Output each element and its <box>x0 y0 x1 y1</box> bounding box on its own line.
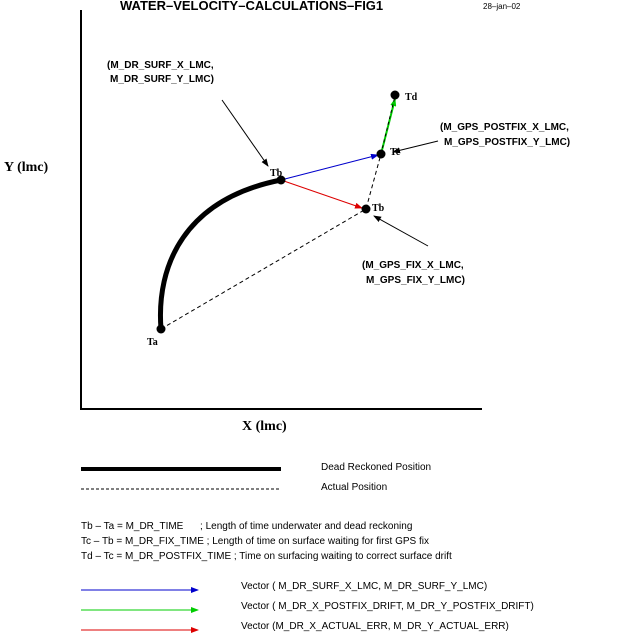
point-tb-fix-label: Tb <box>372 203 385 214</box>
postfix-drift-vector-green <box>380 98 397 155</box>
legend-actual-label: Actual Position <box>321 482 387 493</box>
point-tc-label: Tc <box>390 147 401 158</box>
surf-annotation-line2: M_DR_SURF_Y_LMC) <box>110 74 214 85</box>
actual-path <box>160 153 382 330</box>
actual-err-vector-red <box>280 179 363 209</box>
legend-vector-green-label: Vector ( M_DR_X_POSTFIX_DRIFT, M_DR_Y_PO… <box>241 601 534 612</box>
legend-vector-red-label: Vector (M_DR_X_ACTUAL_ERR, M_DR_Y_ACTUAL… <box>241 621 509 632</box>
y-axis-label: Y (lmc) <box>4 160 49 175</box>
fix-pointer-arrow <box>373 215 429 247</box>
postfix-dashed-segment <box>380 95 396 155</box>
surf-pointer-arrow <box>221 99 269 167</box>
point-td-label: Td <box>405 92 418 103</box>
fix-annotation-line1: (M_GPS_FIX_X_LMC, <box>362 260 464 271</box>
surf-annotation-line1: (M_DR_SURF_X_LMC, <box>107 60 214 71</box>
x-axis-label: X (lmc) <box>242 419 287 434</box>
dead-reckoned-path <box>157 177 284 332</box>
point-tb-surf-marker <box>276 175 286 185</box>
point-tb-surf-label: Tb <box>270 168 283 179</box>
postfix-pointer-arrow <box>392 140 439 154</box>
date-label: 28–jan–02 <box>483 2 521 11</box>
legend-vector-blue-label: Vector ( M_DR_SURF_X_LMC, M_DR_SURF_Y_LM… <box>241 581 487 592</box>
legend-dead-reckoned-label: Dead Reckoned Position <box>321 462 431 473</box>
surf-vector-blue <box>280 153 379 181</box>
point-tb-fix-marker <box>361 204 371 214</box>
point-ta-label: Ta <box>147 337 158 348</box>
postfix-annotation-line1: (M_GPS_POSTFIX_X_LMC, <box>440 122 569 133</box>
point-td-marker <box>390 90 400 100</box>
equation-dr-postfix-time: Td – Tc = M_DR_POSTFIX_TIME ; Time on su… <box>81 551 452 562</box>
postfix-annotation-line2: M_GPS_POSTFIX_Y_LMC) <box>444 137 570 148</box>
point-tc-marker <box>376 149 386 159</box>
point-ta-marker <box>156 324 166 334</box>
fix-annotation-line2: M_GPS_FIX_Y_LMC) <box>366 275 465 286</box>
diagram-title: WATER–VELOCITY–CALCULATIONS–FIG1 <box>120 0 383 13</box>
equation-dr-fix-time: Tc – Tb = M_DR_FIX_TIME ; Length of time… <box>81 536 429 547</box>
equation-dr-time: Tb – Ta = M_DR_TIME ; Length of time und… <box>81 521 412 532</box>
